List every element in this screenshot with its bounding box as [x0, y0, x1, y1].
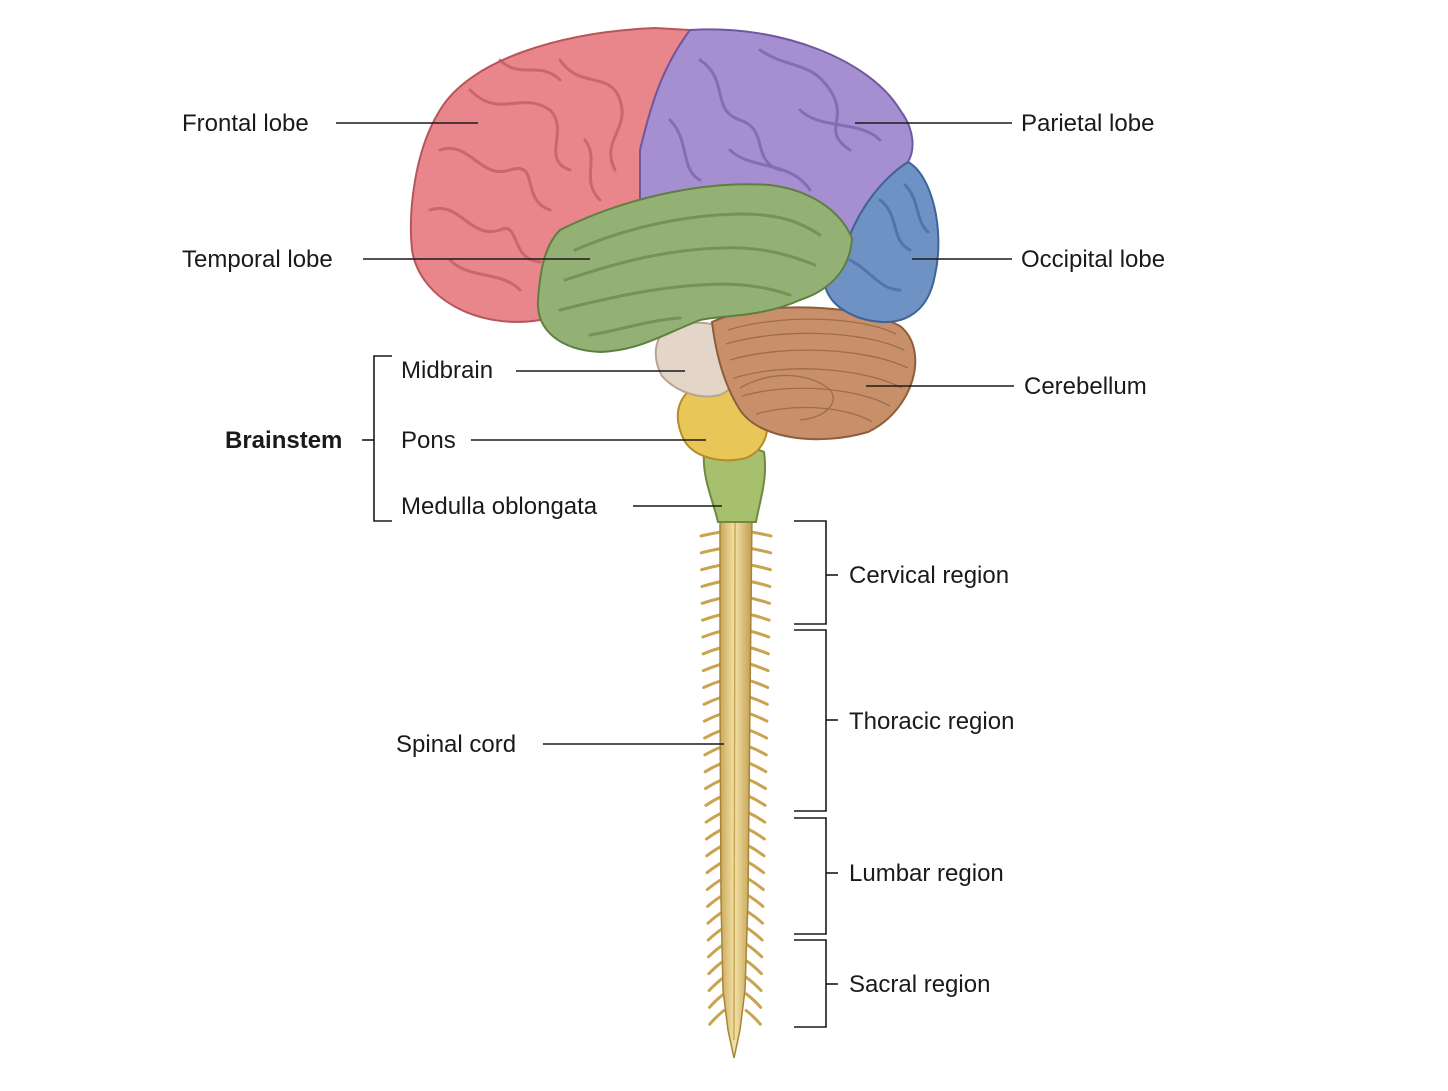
cervical-region-label: Cervical region [849, 562, 1009, 589]
spinal-nerve-root [746, 811, 767, 824]
midbrain-label: Midbrain [401, 357, 493, 384]
spinal-nerve-root [699, 547, 723, 555]
spinal-nerve-root [707, 943, 726, 959]
spinal-nerve-root [747, 745, 768, 757]
frontal-lobe-label: Frontal lobe [182, 110, 309, 137]
spinal-nerve-root [701, 662, 724, 673]
spinal-nerve-root [746, 860, 766, 875]
occipital-lobe-label: Occipital lobe [1021, 246, 1165, 273]
spinal-nerve-root [744, 1009, 762, 1026]
spinal-nerve-root [746, 827, 766, 841]
spinal-nerve-root [745, 959, 763, 976]
spinal-nerve-root [747, 761, 768, 774]
spinal-cord-shape [699, 514, 773, 1059]
spinal-nerve-root [744, 976, 763, 993]
spinal-nerve-root [701, 646, 724, 656]
spinal-nerve-root [748, 613, 771, 622]
spinal-nerve-root [746, 778, 767, 791]
spinal-nerve-root [701, 629, 724, 639]
medulla-oblongata-label: Medulla oblongata [401, 493, 598, 520]
pons-label: Pons [401, 427, 456, 454]
spinal-nerve-root [745, 877, 765, 892]
spinal-nerve-root [700, 596, 723, 605]
spinal-nerve-root [746, 794, 767, 807]
cerebellum-label: Cerebellum [1024, 373, 1147, 400]
spinal-nerve-root [748, 662, 770, 673]
thoracic-region-label: Thoracic region [849, 708, 1014, 735]
spinal-nerve-root [707, 992, 726, 1009]
spinal-nerves [699, 530, 773, 1026]
temporal-lobe-label: Temporal lobe [182, 246, 333, 273]
spinal-nerve-root [701, 613, 724, 622]
spinal-nerve-root [708, 1009, 726, 1026]
spinal-nerve-root [745, 893, 765, 908]
spinal-nerve-root [744, 992, 763, 1009]
spinal-nerve-root [707, 959, 726, 976]
spinal-nerve-root [747, 712, 769, 723]
sacral-region-label: Sacral region [849, 971, 990, 998]
spinal-nerve-root [749, 547, 773, 555]
lumbar-region-label: Lumbar region [849, 860, 1004, 887]
temporal-lobe-shape [536, 183, 854, 354]
spinal-nerve-root [700, 580, 723, 589]
spinal-nerve-root [749, 563, 772, 572]
frontal-lobe-shape [409, 26, 692, 323]
spinal-cord-label: Spinal cord [396, 731, 516, 758]
occipital-lobe-shape [822, 160, 940, 323]
brainstem-label: Brainstem [225, 427, 342, 454]
spinal-cord-body [719, 514, 753, 1059]
spinal-nerve-root [747, 695, 769, 706]
cerebellum-shape [710, 306, 917, 441]
spinal-nerve-root [745, 926, 764, 942]
spinal-nerve-root [749, 530, 773, 538]
spinal-nerve-root [748, 596, 772, 605]
spinal-nerve-root [746, 844, 766, 858]
spinal-nerve-root [748, 629, 771, 639]
spinal-nerve-root [745, 910, 765, 925]
spinal-nerve-root [747, 679, 770, 690]
spinal-nerve-root [745, 943, 764, 959]
spinal-nerve-root [748, 580, 772, 589]
leader-lines [336, 122, 1014, 1028]
spinal-nerve-root [748, 646, 770, 656]
spinal-nerve-root [700, 563, 723, 572]
spinal-nerve-root [707, 976, 726, 993]
spinal-nerve-root [699, 530, 723, 538]
spinal-nerve-root [702, 679, 724, 690]
spinal-nerve-root [747, 728, 769, 740]
parietal-lobe-label: Parietal lobe [1021, 110, 1154, 137]
